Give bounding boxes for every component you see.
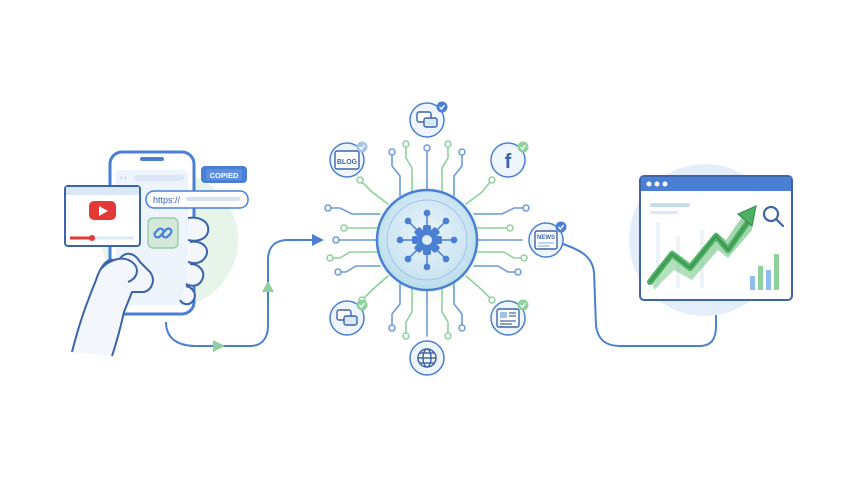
arrow-right-green-icon — [213, 340, 225, 352]
copied-label: COPIED — [210, 171, 239, 180]
blog-icon — [334, 150, 360, 170]
url-text: https:// — [153, 195, 181, 205]
analytics-window[interactable] — [639, 175, 793, 301]
arrow-up-green-icon — [262, 281, 274, 292]
phone-section: ‹ › https:// COPIED — [64, 150, 249, 357]
video-play-icon — [89, 201, 116, 220]
news-label: NEWS — [537, 235, 555, 241]
check-badge-icon — [555, 221, 567, 233]
hub-section — [324, 140, 530, 340]
magnifier-icon[interactable] — [762, 205, 785, 228]
mini-bar-chart — [750, 254, 779, 290]
facebook-icon: f — [505, 151, 512, 173]
satellite-blog[interactable]: BLOG — [329, 141, 368, 178]
placeholder-line — [650, 203, 690, 207]
check-badge-icon — [517, 299, 529, 311]
url-bar[interactable]: https:// — [145, 190, 249, 209]
hub-inner-ring — [386, 199, 468, 281]
blog-label: BLOG — [337, 159, 358, 166]
trend-up-icon — [647, 204, 757, 290]
gear-icon — [396, 209, 458, 271]
satellite-article[interactable] — [490, 299, 529, 336]
phone-tab-bar — [134, 175, 184, 181]
check-badge-icon — [356, 141, 368, 153]
phone-speaker — [140, 157, 164, 161]
dashboard-section — [629, 164, 793, 316]
flow-connector-left — [165, 239, 316, 347]
check-badge-icon — [356, 299, 368, 311]
url-placeholder-line — [186, 197, 240, 201]
flow-connector-right — [562, 243, 717, 347]
chat-bubbles-icon — [416, 111, 438, 128]
newspaper-icon — [534, 230, 558, 250]
window-dot — [646, 181, 652, 187]
satellite-facebook[interactable]: f — [490, 141, 529, 178]
link-icon — [153, 227, 173, 239]
article-icon — [496, 308, 520, 328]
window-dot — [654, 181, 660, 187]
check-badge-icon — [517, 141, 529, 153]
window-dot — [662, 181, 668, 187]
circuit-traces — [329, 145, 525, 337]
satellite-globe[interactable] — [409, 340, 445, 376]
circuit-nodes — [324, 140, 530, 340]
satellite-chat-top[interactable] — [409, 101, 448, 138]
globe-icon — [417, 348, 437, 368]
satellite-chat-bottom[interactable] — [329, 299, 368, 336]
browser-nav-arrows: ‹ › — [120, 175, 127, 182]
placeholder-line — [650, 211, 678, 214]
hand-illustration — [71, 216, 210, 357]
copied-badge: COPIED — [201, 166, 247, 183]
check-badge-icon — [436, 101, 448, 113]
link-tile[interactable] — [147, 217, 179, 249]
chat-bubbles-icon — [336, 309, 358, 326]
arrow-right-icon — [312, 234, 324, 246]
video-card[interactable] — [64, 185, 141, 247]
video-progress-knob — [89, 235, 95, 241]
arrow-head-icon — [736, 204, 757, 228]
satellite-news[interactable]: NEWS — [528, 221, 567, 258]
